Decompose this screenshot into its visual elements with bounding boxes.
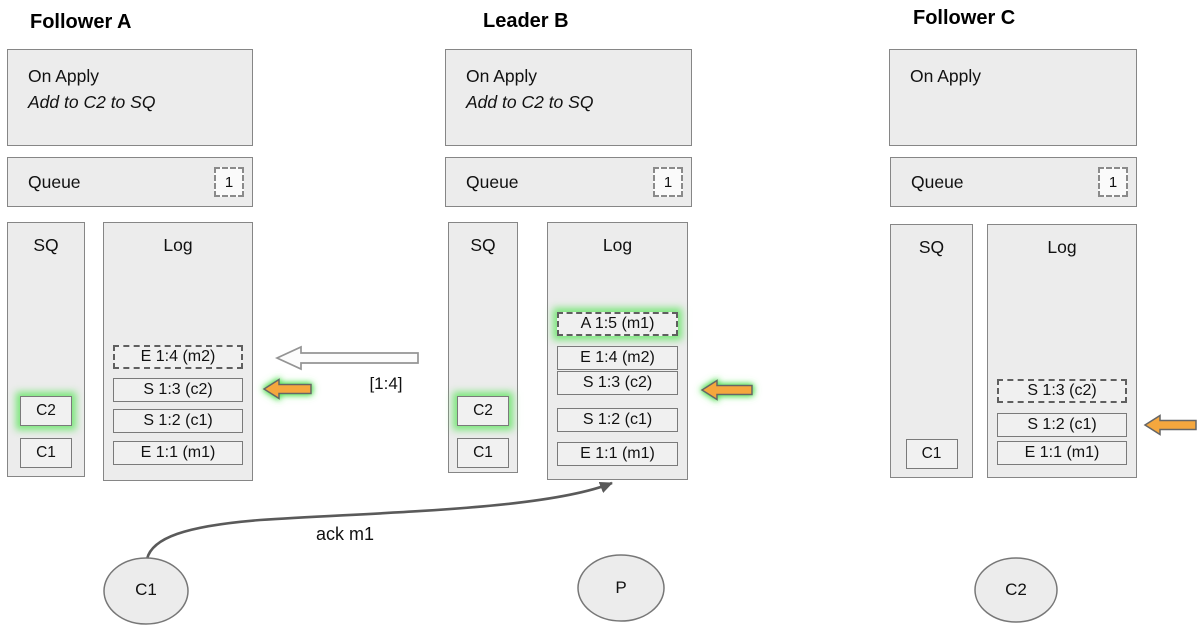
log-entry: S 1:3 (c2): [113, 378, 243, 402]
on-apply-label: On Apply: [28, 66, 100, 86]
apply-arrow-c-icon: [1143, 414, 1197, 436]
sq-label: SQ: [470, 235, 496, 255]
log-entry: S 1:2 (c1): [557, 408, 678, 432]
apply-arrow-b-icon: [700, 379, 753, 401]
client-c2-label: C2: [1005, 580, 1027, 599]
log-entry: E 1:1 (m1): [557, 442, 678, 466]
queue-box-a: Queue 1: [7, 157, 253, 207]
sq-item-c2: C2: [20, 396, 72, 426]
node-title-leader-b: Leader B: [483, 10, 569, 32]
log-entry: E 1:1 (m1): [997, 441, 1127, 465]
queue-label: Queue: [911, 171, 964, 192]
replicate-arrow-icon: [274, 345, 419, 371]
sq-box-c: SQ C1: [890, 224, 973, 478]
queue-count-badge: 1: [653, 167, 683, 197]
ack-message-label: ack m1: [315, 524, 375, 544]
log-entry: S 1:3 (c2): [557, 371, 678, 395]
queue-label: Queue: [466, 171, 519, 192]
sq-box-a: SQ C2 C1: [7, 222, 85, 477]
queue-count-badge: 1: [1098, 167, 1128, 197]
sq-label: SQ: [33, 235, 59, 255]
log-label: Log: [602, 235, 633, 255]
ack-arrow-icon: [145, 481, 613, 560]
log-label: Log: [163, 235, 193, 255]
sq-item-c1: C1: [905, 439, 958, 469]
log-box-b: Log A 1:5 (m1) E 1:4 (m2) S 1:3 (c2) S 1…: [547, 222, 688, 480]
node-title-follower-a: Follower A: [30, 11, 132, 33]
queue-box-c: Queue 1: [890, 157, 1137, 207]
queue-box-b: Queue 1: [445, 157, 692, 207]
log-entry: E 1:1 (m1): [113, 441, 243, 465]
proposer-p-ellipse: [577, 554, 665, 622]
sq-item-c2: C2: [457, 396, 509, 426]
on-apply-box-c: On Apply: [889, 49, 1137, 146]
sq-item-c1: C1: [20, 438, 72, 468]
client-c1-label: C1: [135, 580, 157, 599]
on-apply-action: Add to C2 to SQ: [466, 92, 594, 112]
sq-label: SQ: [918, 237, 945, 257]
on-apply-label: On Apply: [910, 66, 982, 86]
log-entry: S 1:2 (c1): [113, 409, 243, 433]
on-apply-label: On Apply: [466, 66, 538, 86]
log-entry: S 1:2 (c1): [997, 413, 1127, 437]
queue-count-badge: 1: [214, 167, 244, 197]
client-c1-ellipse: [103, 557, 189, 625]
log-entry: A 1:5 (m1): [557, 312, 678, 336]
log-entry: S 1:3 (c2): [997, 379, 1127, 403]
apply-arrow-a-icon: [262, 378, 312, 400]
client-c2-ellipse: [974, 557, 1058, 623]
log-entry: E 1:4 (m2): [557, 346, 678, 370]
sq-box-b: SQ C2 C1: [448, 222, 518, 473]
on-apply-box-a: On Apply Add to C2 to SQ: [7, 49, 253, 146]
log-box-c: Log S 1:3 (c2) S 1:2 (c1) E 1:1 (m1): [987, 224, 1137, 478]
queue-label: Queue: [28, 171, 81, 192]
proposer-p-label: P: [615, 578, 627, 597]
log-box-a: Log E 1:4 (m2) S 1:3 (c2) S 1:2 (c1) E 1…: [103, 222, 253, 481]
log-entry: E 1:4 (m2): [113, 345, 243, 369]
log-label: Log: [1047, 237, 1077, 257]
on-apply-action: Add to C2 to SQ: [28, 92, 156, 112]
on-apply-box-b: On Apply Add to C2 to SQ: [445, 49, 692, 146]
replicate-range-label: [1:4]: [369, 374, 403, 393]
sq-item-c1: C1: [457, 438, 509, 468]
node-title-follower-c: Follower C: [913, 7, 1016, 29]
